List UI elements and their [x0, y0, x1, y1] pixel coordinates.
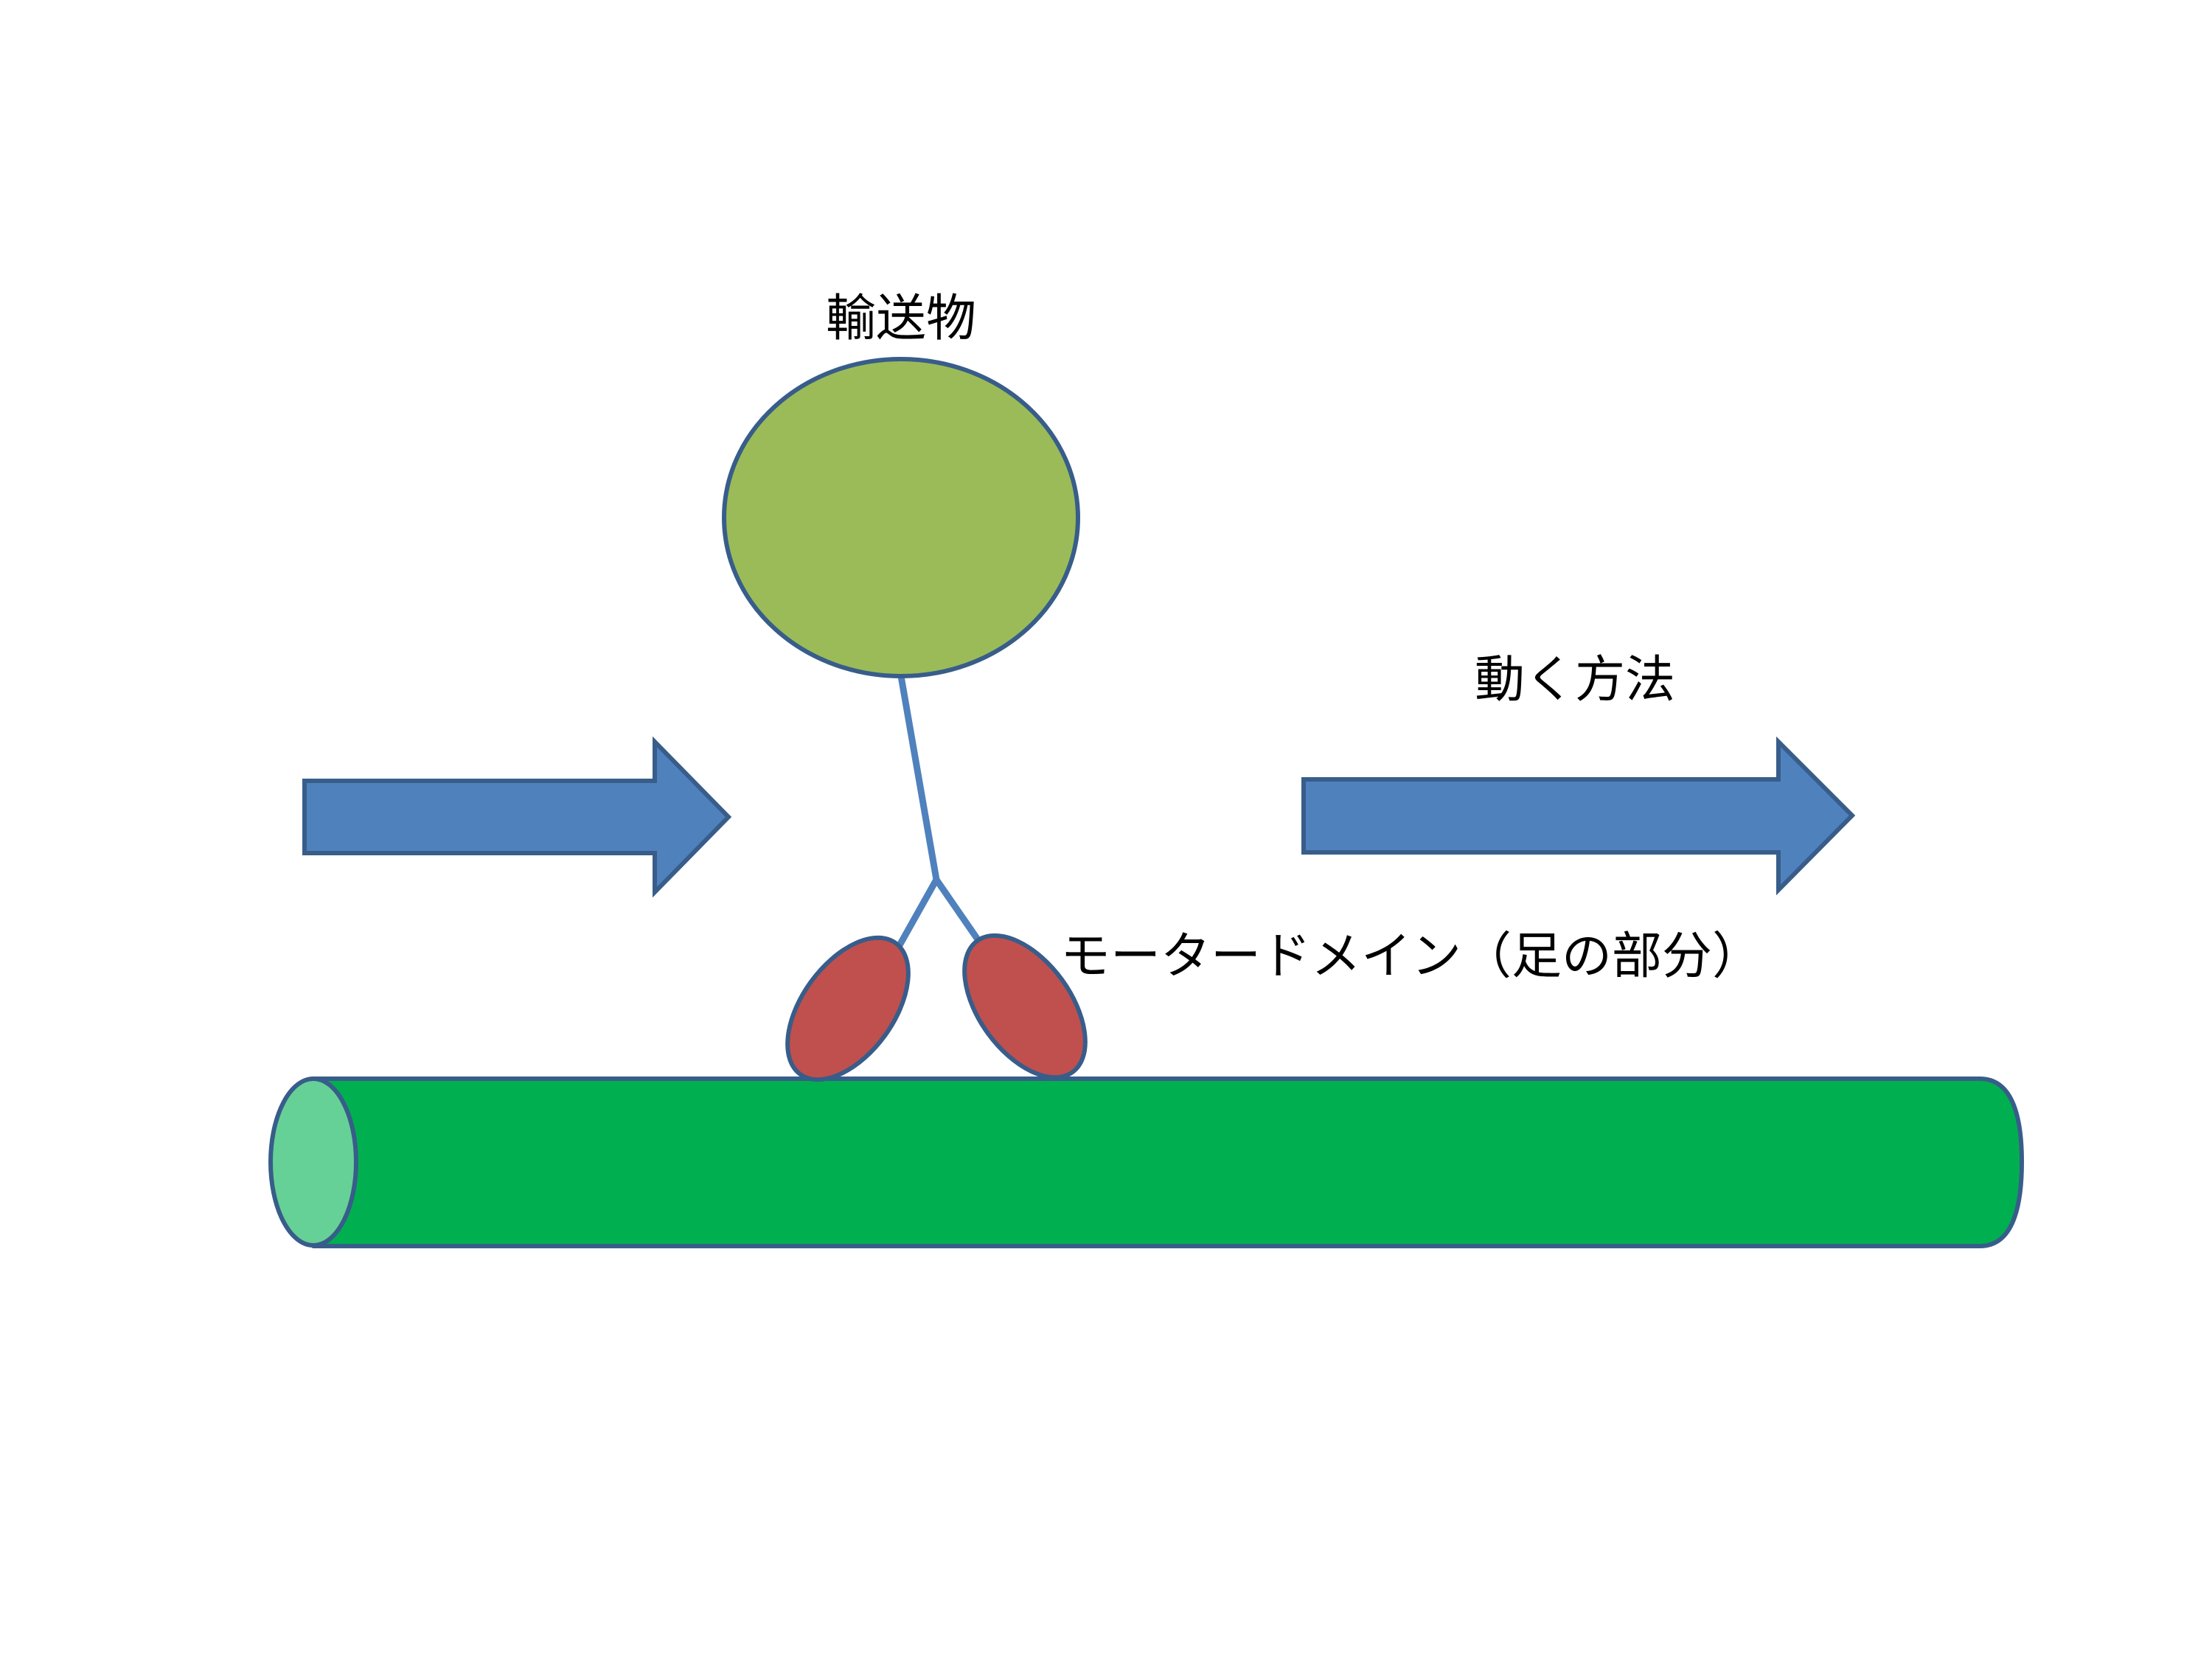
left-direction-arrow: [302, 736, 732, 898]
right-motor-domain: [962, 933, 1088, 1080]
movement-label: 動く方法: [1475, 651, 1675, 709]
stalk-line: [897, 672, 940, 883]
filament-track: [268, 1077, 2024, 1248]
filament-end-cap: [268, 1077, 358, 1248]
motor-stalk: [896, 672, 983, 949]
cargo-label: 輸送物: [826, 290, 976, 348]
left-leg-line: [896, 876, 940, 949]
right-leg-line: [933, 876, 983, 945]
left-motor-domain: [785, 935, 911, 1082]
cargo-ball: [722, 357, 1080, 678]
filament-body: [311, 1077, 2024, 1248]
motor-domain-label: モータードメイン（足の部分）: [1060, 928, 1762, 986]
right-direction-arrow: [1301, 736, 1856, 896]
